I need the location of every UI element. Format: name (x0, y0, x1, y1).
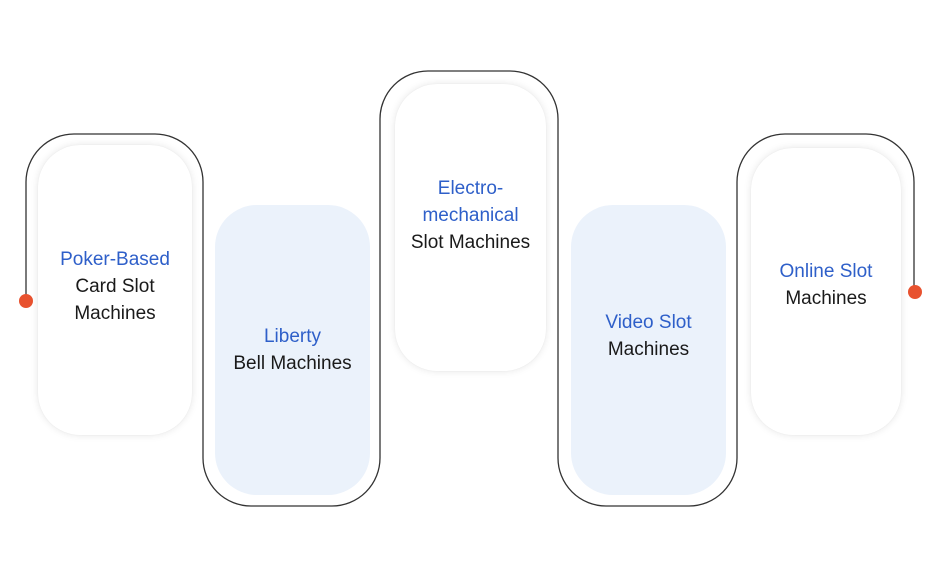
step-title: Liberty (263, 326, 322, 347)
start-dot (19, 294, 33, 308)
step-card-online-slot: Online Slot Machines (751, 148, 901, 435)
step-subtitle: Card Slot (75, 275, 155, 297)
step-text: Online Slot Machines (780, 258, 873, 312)
step-title: Online Slot (779, 260, 873, 282)
step-text: Electro- mechanical Slot Machines (411, 175, 530, 256)
step-title: Electro- (437, 178, 504, 199)
step-subtitle: Machines (785, 287, 867, 309)
step-subtitle: Machines (74, 302, 156, 324)
step-title: Poker-Based (60, 248, 170, 270)
step-title: Video Slot (605, 312, 692, 333)
step-text: Video Slot Machines (605, 309, 691, 363)
step-subtitle: Slot Machines (410, 232, 531, 253)
step-text: Poker-Based Card Slot Machines (60, 246, 170, 327)
step-text: Liberty Bell Machines (233, 323, 351, 377)
end-dot (908, 285, 922, 299)
step-card-poker-based: Poker-Based Card Slot Machines (38, 145, 192, 435)
step-card-liberty-bell: Liberty Bell Machines (215, 205, 370, 495)
step-title: mechanical (422, 205, 519, 226)
step-card-video-slot: Video Slot Machines (571, 205, 726, 495)
step-subtitle: Bell Machines (233, 353, 352, 374)
step-subtitle: Machines (607, 339, 690, 360)
step-card-electromechanical: Electro- mechanical Slot Machines (395, 84, 546, 371)
